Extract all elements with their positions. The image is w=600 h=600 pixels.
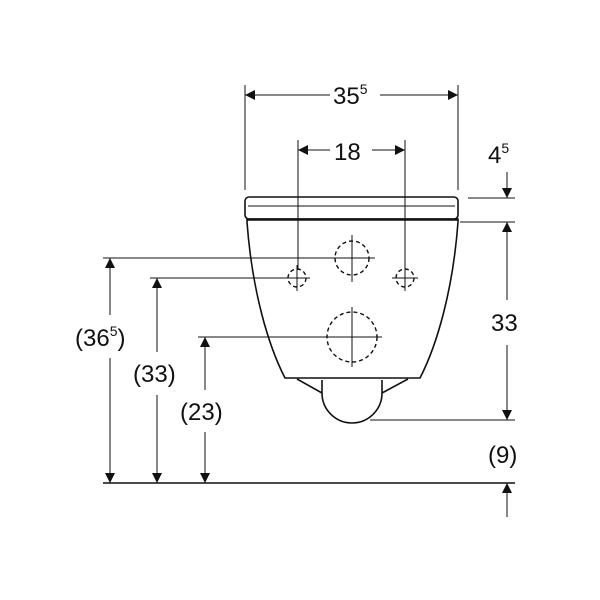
- extension-lines: [103, 85, 515, 484]
- mounting-holes: [284, 235, 418, 367]
- label-bolt-spacing: 18: [334, 139, 361, 166]
- label-floor-gap: (9): [488, 442, 517, 469]
- label-bowl-height: 33: [491, 310, 518, 337]
- label-upper-inlet-height: (365): [75, 323, 125, 352]
- dimension-lines: [105, 90, 512, 517]
- toilet-outline: [244, 196, 459, 424]
- label-outlet-height: (23): [180, 399, 223, 426]
- label-width-total: 355: [333, 81, 368, 110]
- label-bolt-height: (33): [133, 361, 176, 388]
- label-seat-offset: 45: [488, 140, 509, 169]
